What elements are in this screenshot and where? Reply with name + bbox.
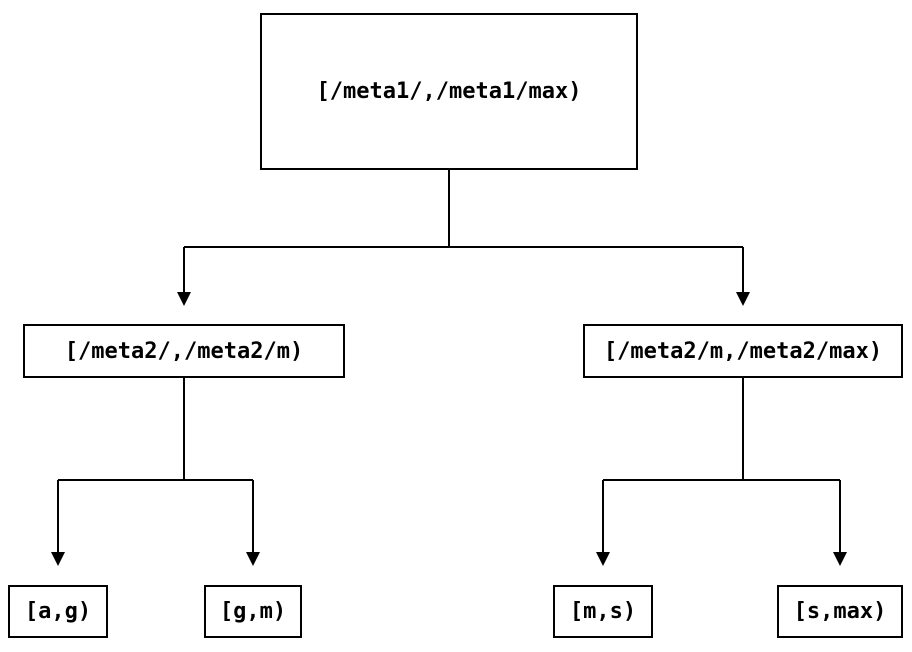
edge-root-children (183, 170, 744, 292)
node-leaf-m-s: [m,s) (553, 585, 653, 638)
edge-meta2-low-children (57, 378, 254, 552)
node-leaf-a-g: [a,g) (8, 585, 108, 638)
node-label: [s,max) (793, 599, 887, 624)
arrowhead-icon (736, 292, 750, 306)
node-label: [m,s) (569, 599, 637, 624)
node-leaf-g-m: [g,m) (204, 585, 302, 638)
arrowhead-icon (51, 552, 65, 566)
arrowhead-icon (596, 552, 610, 566)
node-label: [g,m) (219, 599, 287, 624)
arrowhead-icon (833, 552, 847, 566)
node-meta2-high-interval: [/meta2/m,/meta2/max) (583, 324, 903, 378)
edge-meta2-high-children (602, 378, 841, 552)
node-root-interval: [/meta1/,/meta1/max) (260, 13, 638, 170)
node-label: [/meta2/,/meta2/m) (64, 338, 304, 364)
node-leaf-s-max: [s,max) (777, 585, 903, 638)
arrowhead-icon (246, 552, 260, 566)
node-meta2-low-interval: [/meta2/,/meta2/m) (23, 324, 345, 378)
node-label: [/meta2/m,/meta2/max) (603, 338, 883, 364)
node-label: [/meta1/,/meta1/max) (316, 79, 582, 104)
node-label: [a,g) (24, 599, 92, 624)
arrowhead-icon (177, 292, 191, 306)
